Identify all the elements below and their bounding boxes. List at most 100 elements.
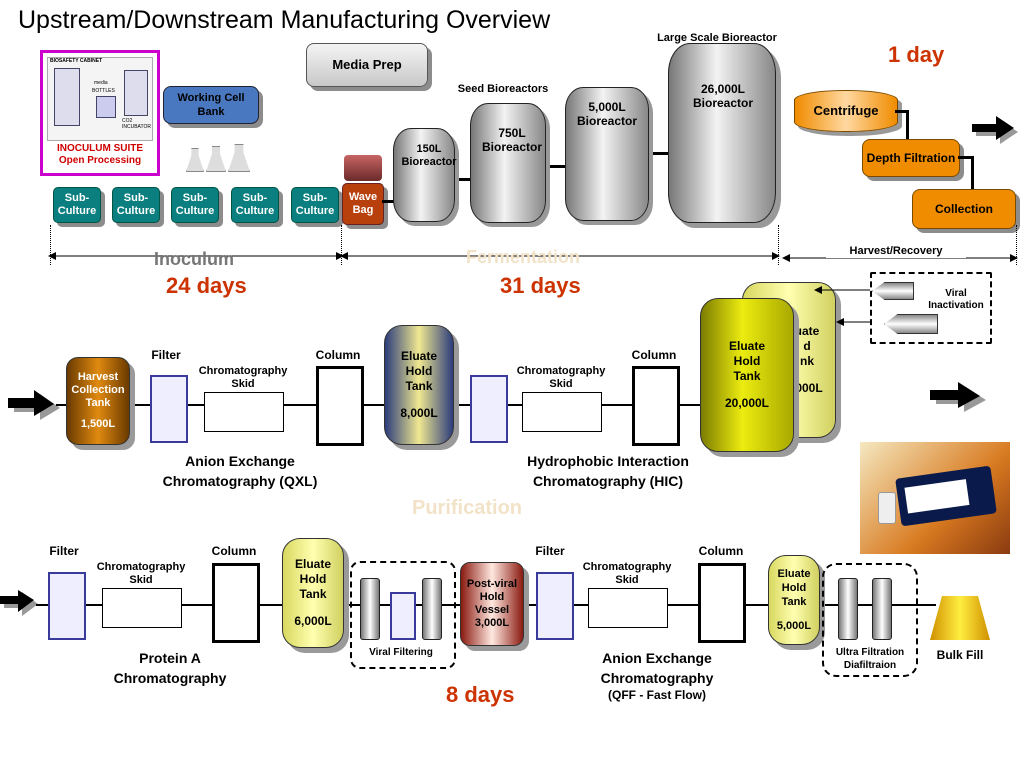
- connector: [906, 110, 909, 140]
- skid-2-label: Chromatography Skid: [516, 365, 606, 390]
- bioreactor-26000l: 26,000L Bioreactor: [668, 43, 776, 223]
- media-prep-label: Media Prep: [332, 57, 402, 72]
- inoculum-days: 24 days: [166, 273, 247, 298]
- eluate-2-volume: 20,000L: [724, 396, 770, 410]
- skid-1-label: Chromatography Skid: [198, 365, 288, 390]
- post-viral-label-2: Hold: [479, 591, 505, 603]
- subculture-5: Sub-Culture: [291, 187, 339, 223]
- eluate-back-label-1: uate: [794, 324, 820, 338]
- eluate-4-label-1: Eluate: [777, 568, 811, 580]
- purification-phase-label: Purification: [412, 497, 523, 519]
- connector: [452, 178, 472, 181]
- column-1-icon: [316, 366, 364, 446]
- eluate-4-label-2: Hold: [781, 582, 807, 594]
- eluate-hold-tank-6000: Eluate Hold Tank 6,000L: [282, 538, 344, 648]
- subculture-4-label: Sub-Culture: [235, 192, 275, 217]
- eluate-1-label-3: Tank: [405, 379, 433, 393]
- hic-label: Hydrophobic Interaction Chromatography (…: [527, 453, 689, 489]
- bulk-fill-label: Bulk Fill: [936, 648, 984, 662]
- incubator-drawing: [124, 70, 148, 116]
- post-viral-label-1: Post-viral: [466, 578, 518, 590]
- subculture-3-label: Sub-Culture: [175, 192, 215, 217]
- connector: [895, 110, 907, 113]
- wave-bag-label: Wave Bag: [348, 191, 378, 216]
- filter-3-label: Filter: [49, 544, 79, 558]
- phase-divider: [778, 225, 779, 265]
- cabinet-text: BIOSAFETY CABINET: [50, 58, 103, 64]
- inoculum-suite-subtitle: Open Processing: [58, 155, 142, 166]
- eluate-back-volume: 000L: [795, 381, 823, 395]
- media-prep-box: Media Prep: [306, 43, 428, 87]
- bioreactor-750l: 750L Bioreactor: [470, 103, 546, 223]
- filter-1-label: Filter: [151, 348, 181, 362]
- post-viral-label-3: Vessel: [474, 604, 510, 616]
- bioreactor-5000l-label: 5,000L Bioreactor: [576, 100, 638, 128]
- bottles-drawing: [96, 96, 116, 118]
- viral-inactivation-arrows-icon: [814, 286, 872, 326]
- centrifuge-label: Centrifuge: [813, 103, 879, 118]
- post-viral-volume: 3,000L: [474, 617, 510, 629]
- chromatography-skid-4: [588, 588, 668, 628]
- connector: [648, 152, 668, 155]
- working-cell-bank-box: Working Cell Bank: [163, 86, 259, 124]
- large-scale-bioreactor-label: Large Scale Bioreactor: [657, 32, 777, 44]
- eluate-1-label-1: Eluate: [400, 349, 437, 363]
- column-3-label: Column: [211, 544, 257, 558]
- wave-bag-image: [344, 155, 382, 181]
- phase-divider: [50, 225, 51, 265]
- inoculum-phase-label: Inoculum: [154, 249, 234, 269]
- aex-qff-sublabel: (QFF - Fast Flow): [608, 688, 706, 702]
- eluate-back-label-3: nk: [799, 354, 814, 368]
- subculture-2: Sub-Culture: [112, 187, 160, 223]
- harvest-span-arrow-icon: [782, 254, 1018, 262]
- bioreactor-26000l-label: 26,000L Bioreactor: [692, 82, 754, 110]
- filter-4-icon: [536, 572, 574, 640]
- fermentation-span-arrow-icon: [340, 252, 780, 260]
- connector: [543, 165, 565, 168]
- flow-arrow-in-icon: [8, 390, 60, 420]
- harvest-tank-label-3: Tank: [85, 397, 111, 409]
- viral-inactivation-vessel-2: [884, 314, 938, 334]
- seed-bioreactors-label: Seed Bioreactors: [457, 83, 549, 95]
- eluate-3-label-3: Tank: [299, 587, 327, 601]
- eluate-4-volume: 5,000L: [776, 620, 812, 632]
- depth-filtration-label: Depth Filtration: [866, 151, 956, 165]
- harvest-collection-tank: Harvest Collection Tank 1,500L: [66, 357, 130, 445]
- viral-filter-icon: [390, 592, 416, 640]
- subculture-2-label: Sub-Culture: [116, 192, 156, 217]
- bioreactor-150l: 150L Bioreactor: [393, 128, 457, 222]
- working-cell-bank-label: Working Cell Bank: [177, 92, 245, 118]
- harvest-tank-volume: 1,500L: [80, 418, 116, 430]
- flow-arrow-in-2-icon: [0, 590, 38, 616]
- aex-qff-label: Anion Exchange Chromatography: [600, 650, 714, 686]
- viral-filtering-group: [350, 561, 456, 669]
- filter-2-icon: [470, 375, 508, 443]
- filter-1-icon: [150, 375, 188, 443]
- flow-arrow-out-icon: [930, 382, 986, 412]
- eluate-hold-tank-8000: Eluate Hold Tank 8,000L: [384, 325, 454, 445]
- eluate-2-label-1: Eluate: [728, 339, 765, 353]
- column-4-icon: [698, 563, 746, 643]
- product-box: [895, 465, 997, 527]
- protein-a-label: Protein A Chromatography: [113, 650, 227, 686]
- ultra-filtration-group: [822, 563, 918, 677]
- vial: [878, 492, 896, 524]
- harvest-tank-label-2: Collection: [71, 384, 125, 396]
- eluate-1-label-2: Hold: [405, 364, 433, 378]
- depth-filtration-box: Depth Filtration: [862, 139, 960, 177]
- viral-filter-vessel-1: [360, 578, 380, 640]
- chromatography-skid-2: [522, 392, 602, 432]
- eluate-back-label-2: d: [803, 339, 811, 353]
- column-4-label: Column: [698, 544, 744, 558]
- subculture-4: Sub-Culture: [231, 187, 279, 223]
- product-photo: [860, 442, 1010, 554]
- bioreactor-150l-label: 150L Bioreactor: [401, 143, 457, 168]
- filter-4-label: Filter: [535, 544, 565, 558]
- inoculum-suite-image: BIOSAFETY CABINET media BOTTLES CO2 INCU…: [40, 50, 160, 176]
- viral-inactivation-label: Viral Inactivation: [928, 288, 984, 311]
- viral-inactivation-vessel-1: [872, 282, 914, 300]
- media-text: media: [94, 80, 108, 86]
- viral-filtering-label: Viral Filtering: [369, 647, 433, 658]
- harvest-days: 1 day: [888, 42, 945, 67]
- skid-3-label: Chromatography Skid: [96, 561, 186, 586]
